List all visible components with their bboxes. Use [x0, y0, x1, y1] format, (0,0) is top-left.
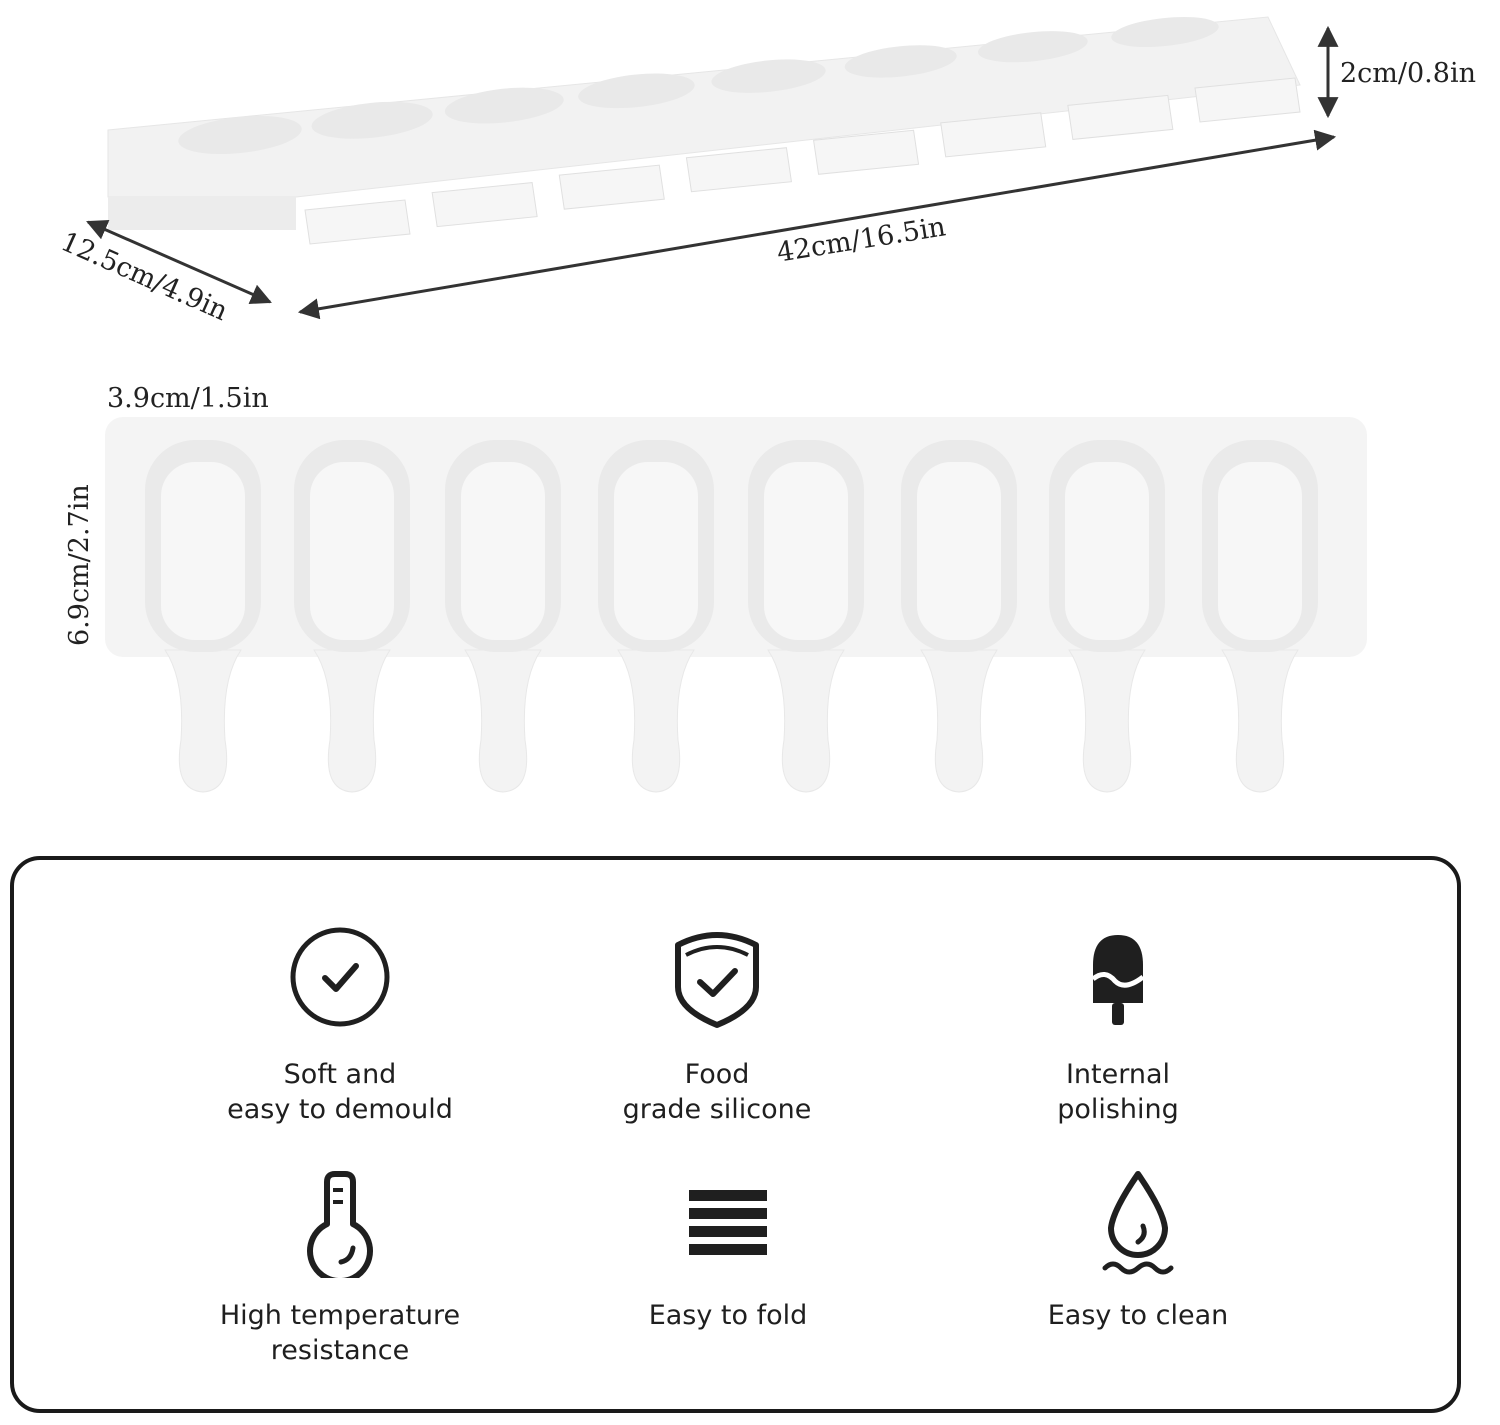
feature-label-line2: easy to demould: [227, 1094, 453, 1125]
feature-internal-polishing: Internal polishing: [938, 925, 1298, 1127]
feature-label-line1: Internal: [1065, 1059, 1171, 1090]
feature-soft-demould: Soft and easy to demould: [160, 925, 520, 1127]
cavity-height-label: 6.9cm/2.7in: [64, 484, 95, 646]
mold-cavity: [977, 31, 1088, 63]
length-arrow: [297, 129, 1337, 320]
shield-check-icon: [675, 932, 759, 1028]
check-circle-icon: [290, 927, 390, 1027]
mold-cavity: [578, 73, 695, 109]
cavity-width-label: 3.9cm/1.5in: [107, 383, 269, 414]
feature-food-grade: Food grade silicone: [537, 925, 897, 1127]
feature-label-line2: grade silicone: [622, 1094, 812, 1125]
mold-stick-tab: [304, 199, 411, 245]
feature-label-line1: High temperature: [219, 1300, 461, 1331]
feature-easy-fold: Easy to fold: [548, 1168, 908, 1333]
mold-cavity: [711, 59, 826, 93]
mold-cavity: [145, 440, 261, 793]
mold-cavity: [178, 115, 302, 155]
feature-easy-clean: Easy to clean: [958, 1168, 1318, 1333]
mold-cavity: [844, 45, 957, 78]
mold-cavity: [1202, 440, 1318, 793]
mold-cavity: [444, 87, 564, 124]
mold-cavity: [294, 440, 410, 793]
mold-stick-tab: [1067, 94, 1174, 140]
mold-cavity: [748, 440, 864, 793]
mold-front-view: [105, 417, 1367, 793]
feature-heat-resistance: High temperature resistance: [160, 1168, 520, 1368]
feature-label-line1: Easy to clean: [1047, 1300, 1229, 1331]
mold-stick-tab: [685, 147, 792, 193]
mold-stick-tab: [1194, 77, 1301, 123]
width-arrow: [86, 219, 272, 305]
feature-label-line1: Easy to fold: [648, 1300, 808, 1331]
feature-label-line1: Food: [684, 1059, 750, 1090]
mold-cavity: [445, 440, 561, 793]
mold-stick-tab: [558, 164, 665, 210]
mold-cavity: [1049, 440, 1165, 793]
product-illustration: [86, 16, 1367, 793]
mold-stick-tab: [431, 182, 538, 228]
water-drop-icon: [1102, 1171, 1174, 1275]
thermometer-icon: [307, 1171, 373, 1278]
mold-cavity: [598, 440, 714, 793]
mold-perspective: [107, 16, 1301, 245]
feature-label-line2: polishing: [1057, 1094, 1179, 1125]
mold-cavity: [311, 101, 433, 139]
stacked-lines-icon: [689, 1190, 767, 1255]
feature-label-line1: Soft and: [283, 1059, 397, 1090]
height-label: 2cm/0.8in: [1340, 58, 1476, 89]
feature-label-line2: resistance: [270, 1335, 410, 1366]
mold-cavity: [1111, 16, 1219, 48]
popsicle-icon: [1091, 935, 1145, 1025]
mold-cavity: [901, 440, 1017, 793]
